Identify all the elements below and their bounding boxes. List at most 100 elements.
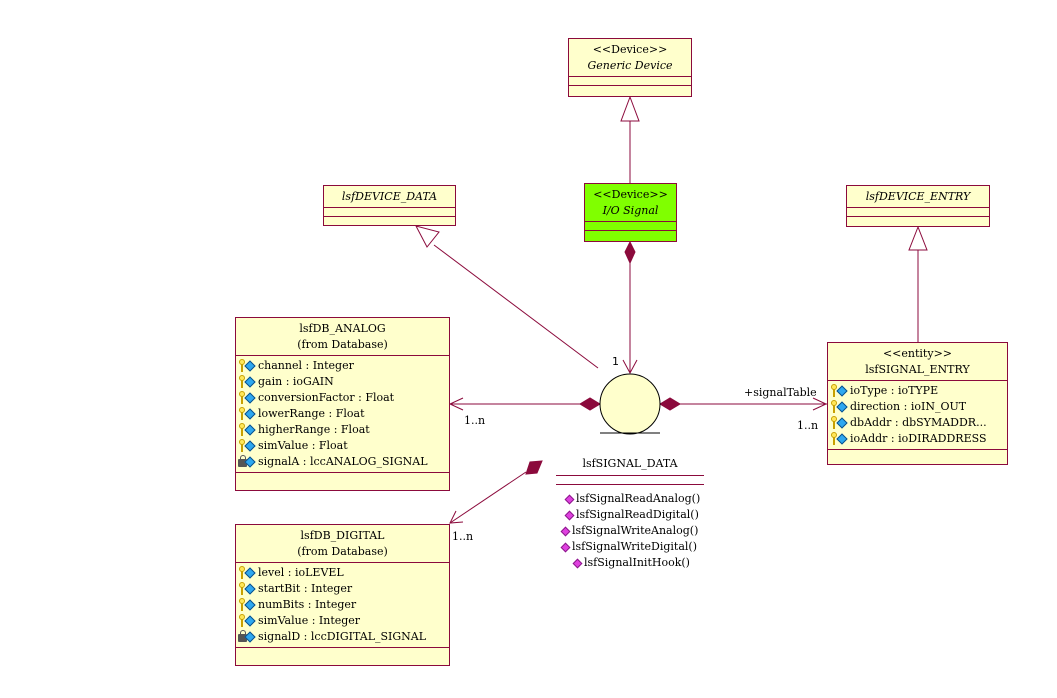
key-icon	[830, 432, 850, 446]
navigability-arrow	[812, 397, 828, 411]
operation-row[interactable]: lsfSignalWriteAnalog()	[556, 523, 704, 539]
operations-compartment	[847, 217, 989, 225]
attribute-text: higherRange : Float	[258, 423, 370, 436]
divider	[556, 484, 704, 485]
attributes-compartment	[585, 222, 676, 231]
class-name: lsfDEVICE_ENTRY	[865, 190, 971, 203]
key-icon	[238, 582, 258, 596]
class-lsfdb-analog[interactable]: lsfDB_ANALOG (from Database) channel : I…	[235, 317, 450, 491]
class-lsf-device-entry[interactable]: lsfDEVICE_ENTRY	[846, 185, 990, 227]
attribute-row[interactable]: ioAddr : ioDIRADDRESS	[830, 431, 1007, 447]
attribute-text: startBit : Integer	[258, 582, 353, 595]
operations-compartment	[828, 450, 1007, 462]
divider	[556, 475, 704, 476]
operation-icon	[560, 526, 571, 536]
class-header: <<Device>> Generic Device	[569, 39, 691, 77]
multiplicity-label: 1..n	[452, 530, 474, 543]
attribute-row[interactable]: dbAddr : dbSYMADDR...	[830, 415, 1007, 431]
interface-lsf-signal-data[interactable]: lsfSIGNAL_DATA lsfSignalReadAnalog() lsf…	[556, 455, 704, 571]
attribute-text: ioAddr : ioDIRADDRESS	[850, 432, 987, 445]
composition-diamond	[525, 460, 543, 475]
attribute-row[interactable]: higherRange : Float	[238, 422, 449, 438]
operation-icon	[572, 558, 583, 568]
attribute-row[interactable]: simValue : Float	[238, 438, 449, 454]
generalization-signal-data-to-device-data	[433, 244, 599, 369]
attribute-row[interactable]: simValue : Integer	[238, 613, 449, 629]
operation-row[interactable]: lsfSignalReadAnalog()	[556, 491, 704, 507]
class-package: (from Database)	[297, 545, 388, 558]
attribute-row[interactable]: conversionFactor : Float	[238, 390, 449, 406]
key-icon	[830, 384, 850, 398]
operation-row[interactable]: lsfSignalInitHook()	[556, 555, 704, 571]
attribute-row[interactable]: startBit : Integer	[238, 581, 449, 597]
operation-icon	[564, 494, 575, 504]
attribute-text: ioType : ioTYPE	[850, 384, 939, 397]
key-icon	[238, 614, 258, 628]
class-header: lsfDB_DIGITAL (from Database)	[236, 525, 449, 563]
operation-icon	[564, 510, 575, 520]
key-icon	[238, 391, 258, 405]
lock-icon	[238, 630, 258, 644]
attribute-text: gain : ioGAIN	[258, 375, 334, 388]
attribute-row[interactable]: level : ioLEVEL	[238, 565, 449, 581]
class-header: lsfDB_ANALOG (from Database)	[236, 318, 449, 356]
operation-text: lsfSignalWriteDigital()	[572, 540, 697, 553]
attribute-row[interactable]: direction : ioIN_OUT	[830, 399, 1007, 415]
operation-row[interactable]: lsfSignalReadDigital()	[556, 507, 704, 523]
generalization-arrowhead	[908, 225, 928, 251]
multiplicity-label: 1	[612, 355, 619, 368]
attributes-compartment: level : ioLEVEL startBit : Integer numBi…	[236, 563, 449, 648]
attribute-row[interactable]: channel : Integer	[238, 358, 449, 374]
class-name: I/O Signal	[602, 204, 659, 217]
navigability-arrow	[448, 397, 464, 411]
operations-list: lsfSignalReadAnalog() lsfSignalReadDigit…	[556, 485, 704, 571]
attribute-row[interactable]: numBits : Integer	[238, 597, 449, 613]
attribute-text: dbAddr : dbSYMADDR...	[850, 416, 987, 429]
multiplicity-label: 1..n	[464, 414, 486, 427]
operations-compartment	[236, 648, 449, 660]
attributes-compartment	[324, 208, 455, 217]
attribute-text: direction : ioIN_OUT	[850, 400, 967, 413]
operations-compartment	[236, 473, 449, 485]
key-icon	[830, 416, 850, 430]
attributes-compartment: ioType : ioTYPE direction : ioIN_OUT dbA…	[828, 381, 1007, 450]
class-name: lsfDEVICE_DATA	[341, 190, 438, 203]
attributes-compartment: channel : Integer gain : ioGAIN conversi…	[236, 356, 449, 473]
class-generic-device[interactable]: <<Device>> Generic Device	[568, 38, 692, 97]
class-name: Generic Device	[587, 59, 673, 72]
generalization-arrowhead	[415, 225, 440, 248]
navigability-arrow	[622, 359, 638, 375]
attribute-row[interactable]: lowerRange : Float	[238, 406, 449, 422]
class-lsf-signal-entry[interactable]: <<entity>> lsfSIGNAL_ENTRY ioType : ioTY…	[827, 342, 1008, 465]
key-icon	[238, 439, 258, 453]
composition-signal-data-to-digital	[449, 471, 527, 524]
key-icon	[238, 359, 258, 373]
attribute-row[interactable]: signalD : lccDIGITAL_SIGNAL	[238, 629, 449, 645]
class-name: lsfDB_ANALOG	[299, 322, 386, 335]
role-label: +signalTable	[744, 386, 817, 399]
operations-compartment	[585, 231, 676, 239]
attribute-row[interactable]: ioType : ioTYPE	[830, 383, 1007, 399]
attribute-text: lowerRange : Float	[258, 407, 365, 420]
class-name: lsfDB_DIGITAL	[300, 529, 385, 542]
operation-row[interactable]: lsfSignalWriteDigital()	[556, 539, 704, 555]
class-header: lsfDEVICE_ENTRY	[847, 186, 989, 208]
attribute-text: level : ioLEVEL	[258, 566, 344, 579]
class-lsf-device-data[interactable]: lsfDEVICE_DATA	[323, 185, 456, 226]
class-io-signal[interactable]: <<Device>> I/O Signal	[584, 183, 677, 242]
attribute-text: conversionFactor : Float	[258, 391, 395, 404]
attribute-text: signalD : lccDIGITAL_SIGNAL	[258, 630, 427, 643]
operations-compartment	[569, 86, 691, 94]
class-header: <<Device>> I/O Signal	[585, 184, 676, 222]
attribute-text: channel : Integer	[258, 359, 354, 372]
signal-data-interface-circle[interactable]	[599, 373, 661, 435]
class-header: <<entity>> lsfSIGNAL_ENTRY	[828, 343, 1007, 381]
class-lsfdb-digital[interactable]: lsfDB_DIGITAL (from Database) level : io…	[235, 524, 450, 666]
attribute-row[interactable]: signalA : lccANALOG_SIGNAL	[238, 454, 449, 470]
class-header: lsfDEVICE_DATA	[324, 186, 455, 208]
key-icon	[238, 407, 258, 421]
attribute-row[interactable]: gain : ioGAIN	[238, 374, 449, 390]
operation-text: lsfSignalReadDigital()	[576, 508, 699, 521]
key-icon	[238, 598, 258, 612]
